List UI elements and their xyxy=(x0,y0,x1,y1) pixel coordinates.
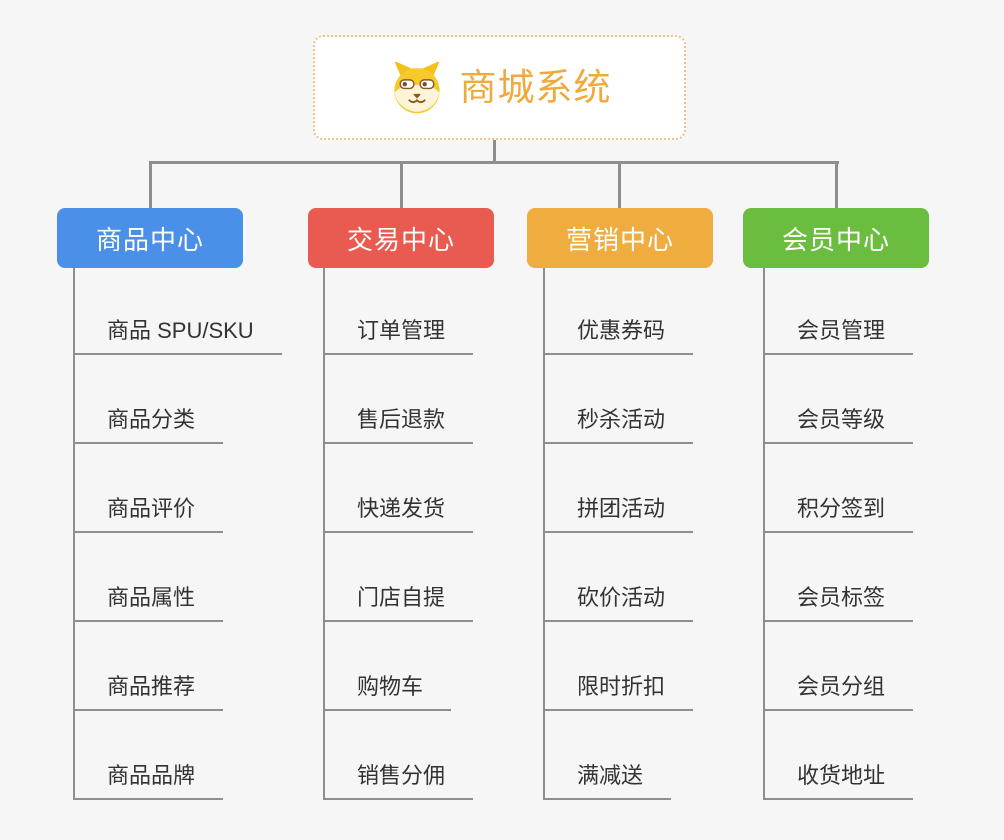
child-label[interactable]: 售后退款 xyxy=(323,406,474,444)
child-label[interactable]: 优惠券码 xyxy=(543,317,694,355)
child-label[interactable]: 商品属性 xyxy=(73,584,224,622)
connector-drop-trade xyxy=(400,162,403,208)
child-node[interactable]: 商品 SPU/SKU xyxy=(73,268,282,355)
child-node[interactable]: 会员管理 xyxy=(763,268,914,355)
child-node[interactable]: 商品评价 xyxy=(73,444,282,533)
connector-bus xyxy=(149,161,839,164)
branch-node-trade[interactable]: 交易中心 xyxy=(308,208,494,268)
branch-children-members: 会员管理 会员等级 积分签到 会员标签 会员分组 收货地址 xyxy=(763,268,914,800)
child-node[interactable]: 会员标签 xyxy=(763,533,914,622)
child-node[interactable]: 销售分佣 xyxy=(323,711,474,800)
child-node[interactable]: 订单管理 xyxy=(323,268,474,355)
child-node[interactable]: 满减送 xyxy=(543,711,693,800)
child-label[interactable]: 拼团活动 xyxy=(543,495,694,533)
branch-label: 交易中心 xyxy=(346,224,455,255)
child-label[interactable]: 门店自提 xyxy=(323,584,474,622)
child-label[interactable]: 商品品牌 xyxy=(73,762,224,800)
connector-root-drop xyxy=(493,140,496,163)
branch-node-marketing[interactable]: 营销中心 xyxy=(527,208,713,268)
branch-node-members[interactable]: 会员中心 xyxy=(743,208,929,268)
connector-drop-products xyxy=(149,162,152,208)
child-node[interactable]: 商品属性 xyxy=(73,533,282,622)
child-node[interactable]: 收货地址 xyxy=(763,711,914,800)
child-label[interactable]: 收货地址 xyxy=(763,762,914,800)
dog-face-icon xyxy=(393,61,440,113)
child-label[interactable]: 商品推荐 xyxy=(73,673,224,711)
child-node[interactable]: 限时折扣 xyxy=(543,622,694,711)
child-node[interactable]: 商品品牌 xyxy=(73,711,282,800)
child-node[interactable]: 秒杀活动 xyxy=(543,355,694,444)
child-label[interactable]: 商品评价 xyxy=(73,495,224,533)
branch-label: 会员中心 xyxy=(781,224,890,255)
child-label[interactable]: 订单管理 xyxy=(323,317,474,355)
child-label[interactable]: 商品分类 xyxy=(73,406,224,444)
branch-label: 商品中心 xyxy=(95,224,204,255)
root-title: 商城系统 xyxy=(459,67,612,108)
child-label[interactable]: 积分签到 xyxy=(763,495,914,533)
child-label[interactable]: 会员管理 xyxy=(763,317,914,355)
child-node[interactable]: 门店自提 xyxy=(323,533,474,622)
child-node[interactable]: 快递发货 xyxy=(323,444,474,533)
child-label[interactable]: 秒杀活动 xyxy=(543,406,694,444)
branch-node-products[interactable]: 商品中心 xyxy=(57,208,243,268)
child-node[interactable]: 积分签到 xyxy=(763,444,914,533)
connector-drop-marketing xyxy=(618,162,621,208)
child-label[interactable]: 会员标签 xyxy=(763,584,914,622)
child-node[interactable]: 商品推荐 xyxy=(73,622,282,711)
connector-drop-members xyxy=(835,162,838,208)
child-label[interactable]: 限时折扣 xyxy=(543,673,694,711)
root-node[interactable]: 商城系统 xyxy=(313,35,686,140)
child-node[interactable]: 售后退款 xyxy=(323,355,474,444)
child-node[interactable]: 会员分组 xyxy=(763,622,914,711)
child-node[interactable]: 拼团活动 xyxy=(543,444,694,533)
child-node[interactable]: 会员等级 xyxy=(763,355,914,444)
branch-children-marketing: 优惠券码 秒杀活动 拼团活动 砍价活动 限时折扣 满减送 xyxy=(543,268,694,800)
child-label[interactable]: 商品 SPU/SKU xyxy=(73,317,282,355)
child-node[interactable]: 购物车 xyxy=(323,622,473,711)
child-node[interactable]: 砍价活动 xyxy=(543,533,694,622)
child-label[interactable]: 砍价活动 xyxy=(543,584,694,622)
child-label[interactable]: 会员分组 xyxy=(763,673,914,711)
child-node[interactable]: 优惠券码 xyxy=(543,268,694,355)
child-label[interactable]: 购物车 xyxy=(323,673,452,711)
branch-children-trade: 订单管理 售后退款 快递发货 门店自提 购物车 销售分佣 xyxy=(323,268,474,800)
child-label[interactable]: 会员等级 xyxy=(763,406,914,444)
branch-label: 营销中心 xyxy=(565,224,674,255)
branch-children-products: 商品 SPU/SKU 商品分类 商品评价 商品属性 商品推荐 商品品牌 xyxy=(73,268,282,800)
child-label[interactable]: 快递发货 xyxy=(323,495,474,533)
child-label[interactable]: 销售分佣 xyxy=(323,762,474,800)
child-label[interactable]: 满减送 xyxy=(543,762,672,800)
child-node[interactable]: 商品分类 xyxy=(73,355,282,444)
